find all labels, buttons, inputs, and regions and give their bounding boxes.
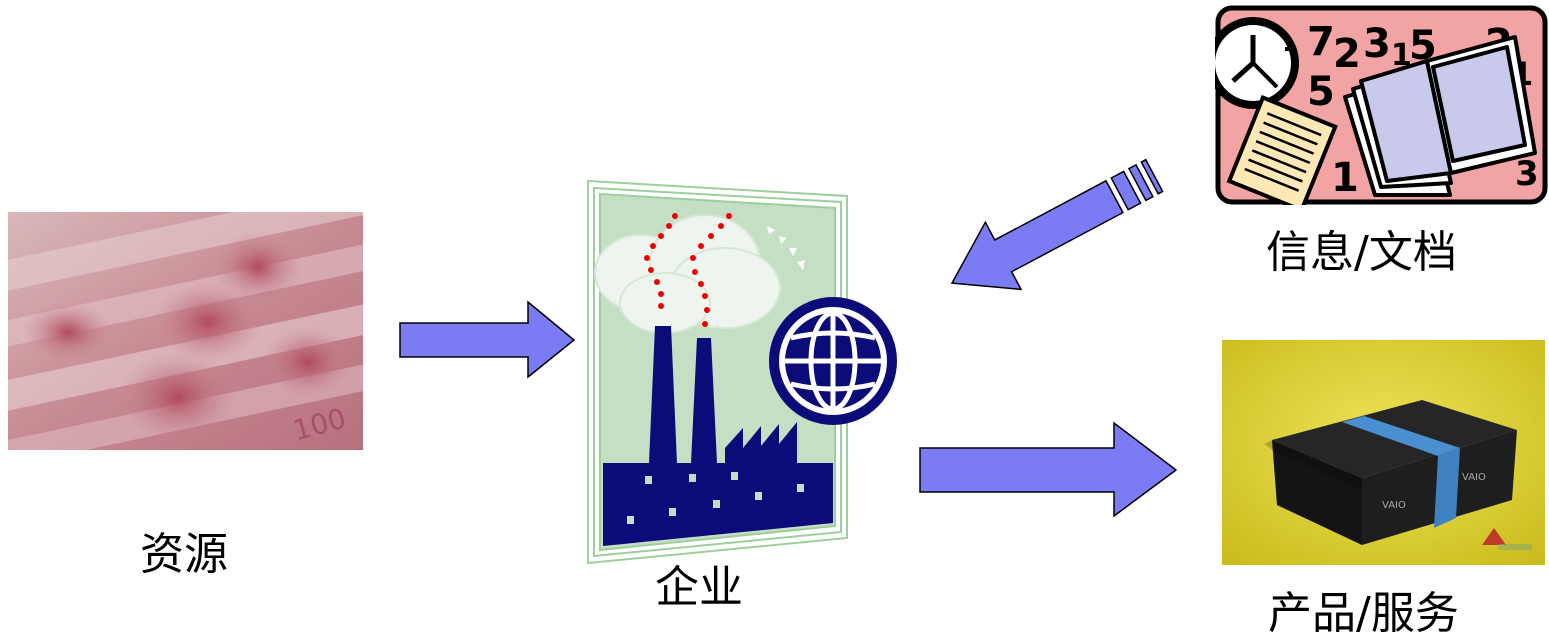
arrow-resources-to-enterprise <box>398 300 578 380</box>
products-label: 产品/服务 <box>1268 588 1459 639</box>
svg-text:1: 1 <box>1331 155 1359 201</box>
svg-text:VAIO: VAIO <box>1382 500 1406 511</box>
resources-label: 资源 <box>140 529 228 580</box>
information-label: 信息/文档 <box>1266 227 1457 278</box>
svg-text:3: 3 <box>1515 154 1539 194</box>
svg-text:7: 7 <box>1307 19 1335 65</box>
arrow-enterprise-to-products <box>918 420 1180 520</box>
svg-text:2: 2 <box>1333 31 1361 77</box>
resources-image: 100 <box>8 212 363 450</box>
svg-text:3: 3 <box>1363 21 1391 67</box>
factory-globe-icon <box>585 178 905 568</box>
book-clock-documents-icon: 723 15 21 513 <box>1215 5 1548 205</box>
svg-text:VAIO: VAIO <box>1462 472 1486 483</box>
enterprise-label: 企业 <box>655 562 743 613</box>
product-box-image: VAIO VAIO <box>1222 340 1545 565</box>
svg-text:5: 5 <box>1307 69 1335 115</box>
arrow-information-to-enterprise <box>935 145 1195 305</box>
svg-text:1: 1 <box>1391 38 1412 73</box>
